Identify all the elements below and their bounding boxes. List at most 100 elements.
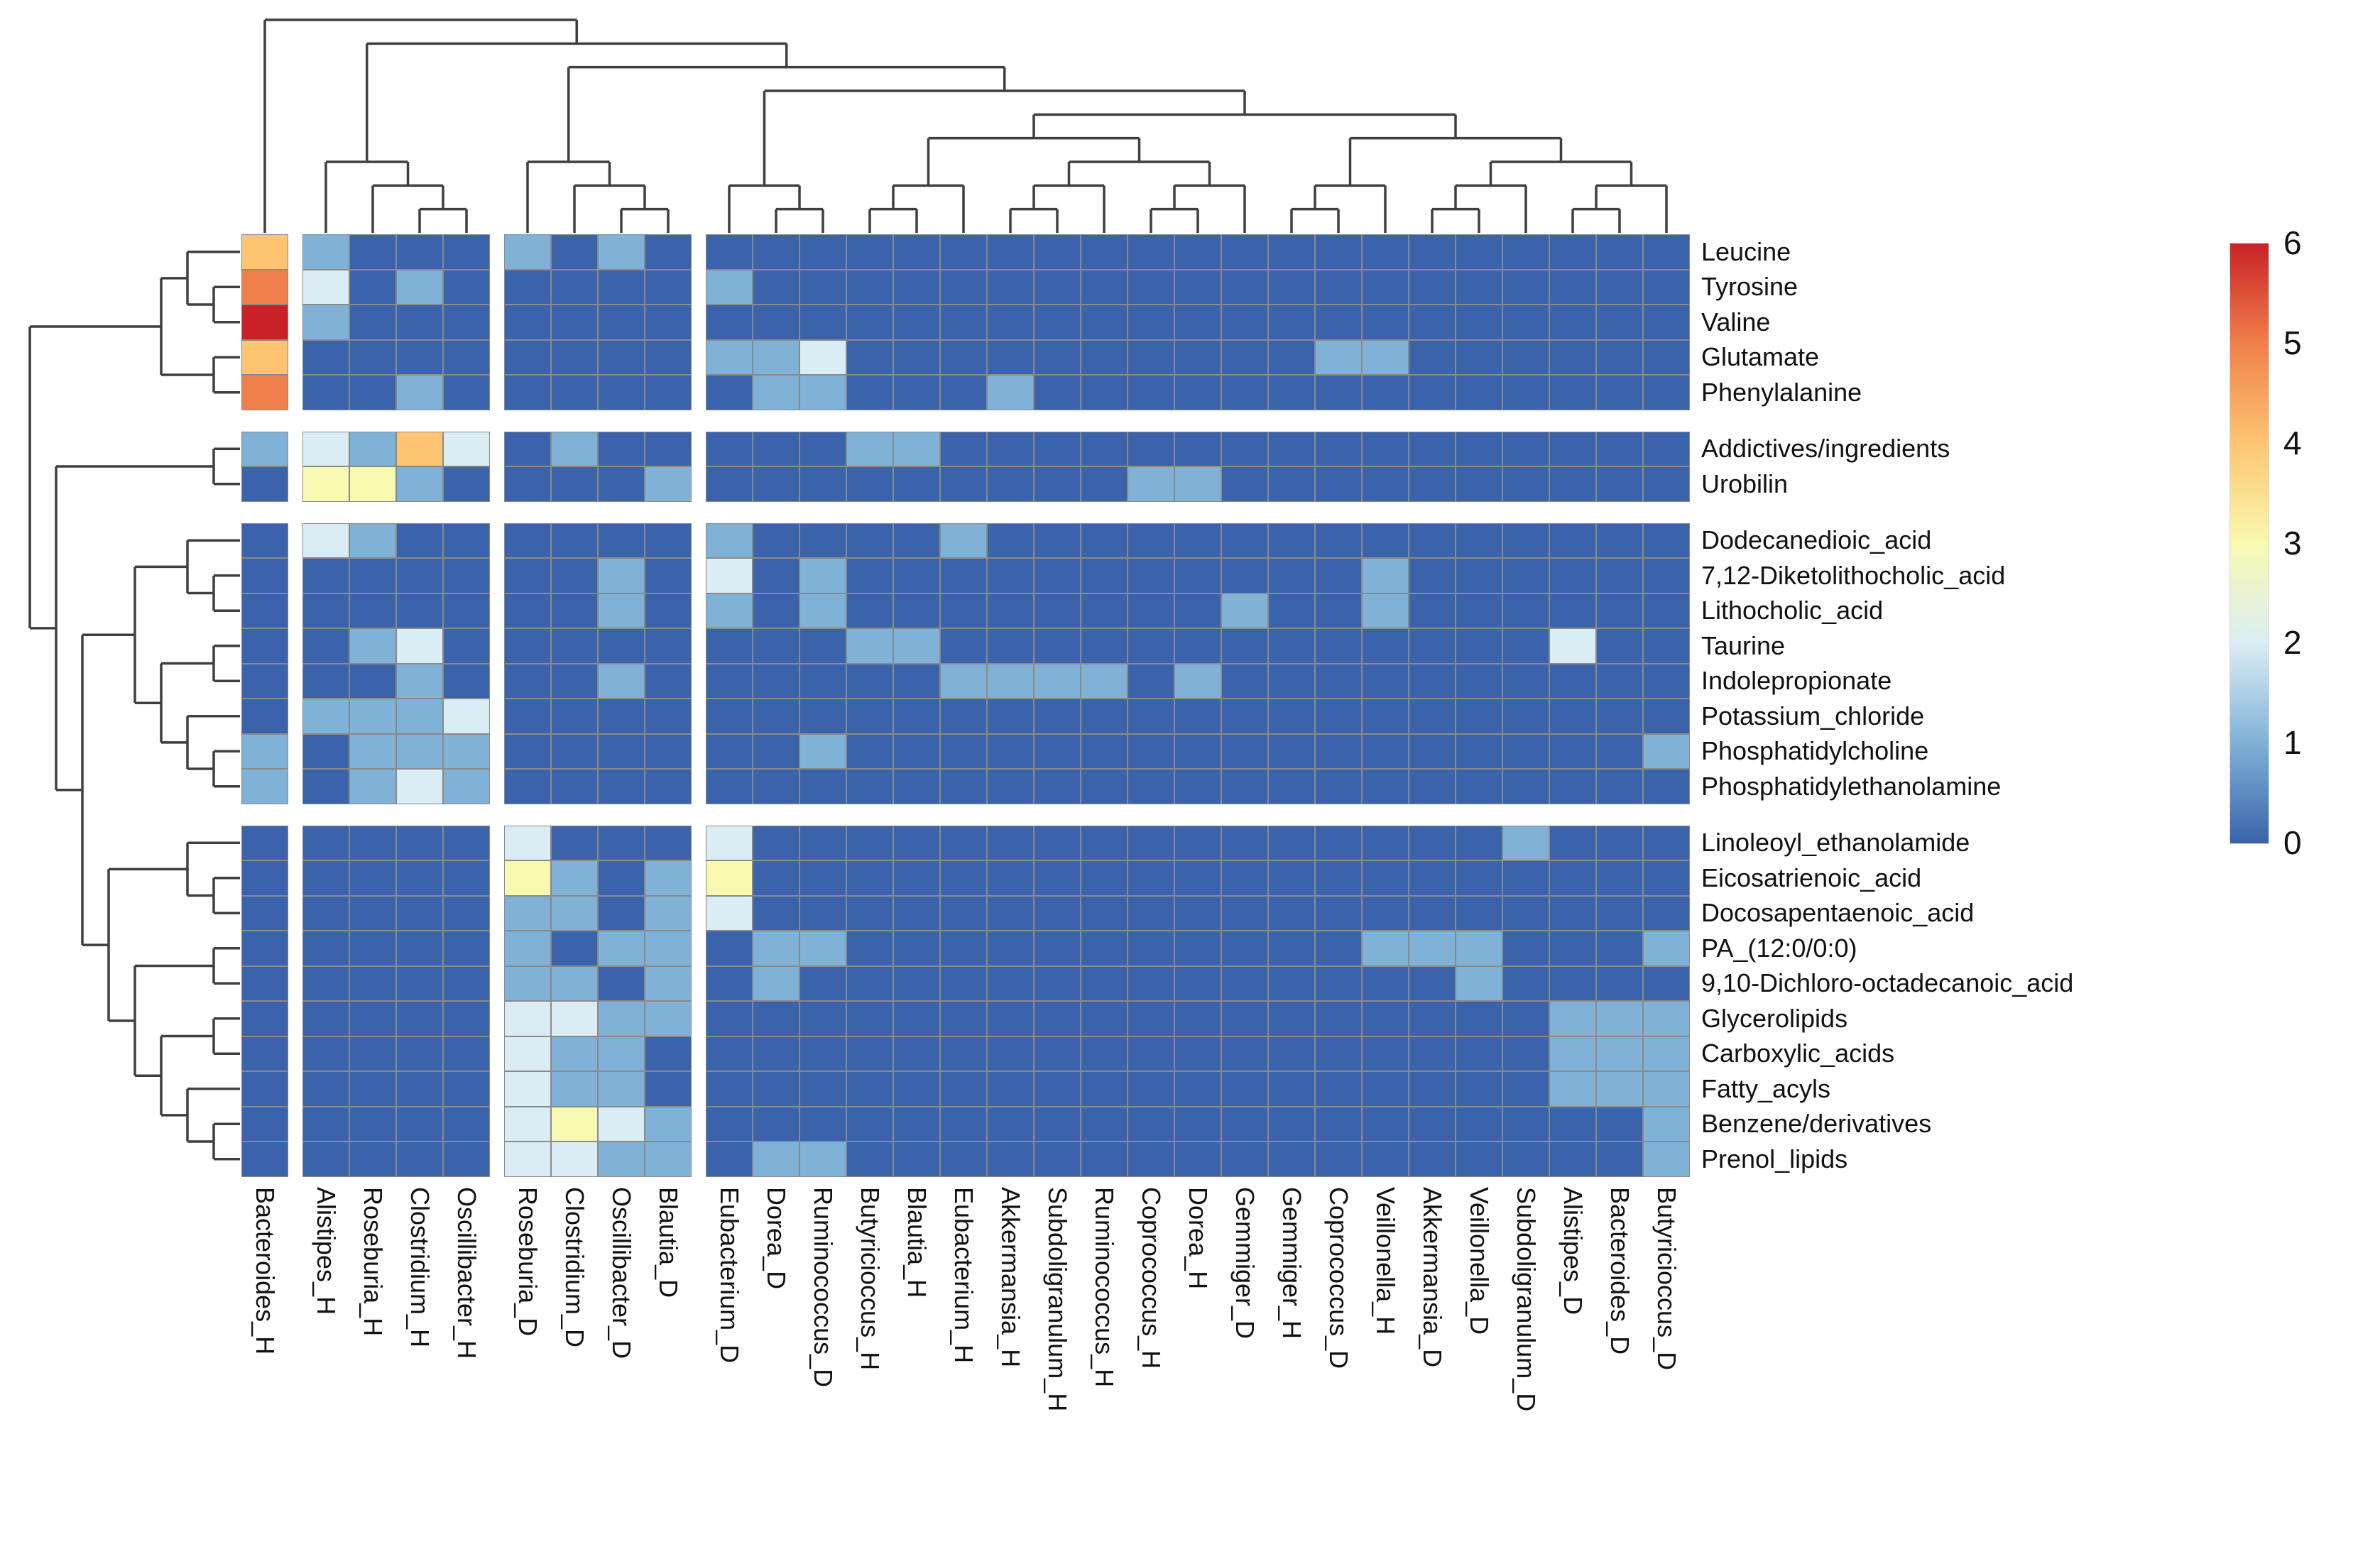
heatmap-cell [1174, 522, 1221, 558]
heatmap-cell [1502, 339, 1549, 375]
heatmap-cell [598, 733, 645, 769]
row-label: Indolepropionate [1701, 666, 1892, 696]
heatmap-cell [1596, 699, 1643, 734]
heatmap-cell [893, 733, 940, 769]
heatmap-cell [241, 860, 288, 896]
heatmap-cell [551, 339, 598, 375]
heatmap-cell [551, 825, 598, 860]
heatmap-cell [1596, 733, 1643, 769]
heatmap-cell [1128, 593, 1174, 628]
heatmap-cell [706, 825, 753, 860]
row-label: Phosphatidylethanolamine [1701, 771, 2002, 801]
heatmap-cell [846, 375, 893, 410]
heatmap-cell [1643, 769, 1690, 804]
heatmap-cell [645, 522, 692, 558]
heatmap-cell [443, 1036, 490, 1071]
heatmap-cell [987, 593, 1034, 628]
heatmap-cell [1034, 593, 1081, 628]
heatmap-cell [1502, 965, 1549, 1001]
heatmap-cell [396, 931, 443, 966]
heatmap-cell [1362, 895, 1409, 931]
heatmap-cell [1221, 965, 1268, 1001]
heatmap-cell [598, 825, 645, 860]
heatmap-cell [1362, 769, 1409, 804]
heatmap-cell [598, 375, 645, 410]
heatmap-cell [1221, 931, 1268, 966]
heatmap-cell [1128, 466, 1174, 502]
heatmap-cell [940, 1036, 987, 1071]
heatmap-cell [1081, 1036, 1128, 1071]
heatmap-cell [1456, 234, 1502, 270]
heatmap-cell [1315, 931, 1362, 966]
heatmap-cell [1596, 1071, 1643, 1107]
column-label: Oscillibacter_D [607, 1186, 636, 1359]
heatmap-cell [846, 895, 893, 931]
legend-tick: 6 [2283, 224, 2302, 261]
heatmap-cell [504, 825, 551, 860]
heatmap-cell [443, 931, 490, 966]
heatmap-cell [302, 825, 349, 860]
heatmap-cell [987, 1001, 1034, 1036]
heatmap-cell [551, 1142, 598, 1177]
heatmap-cell [1596, 931, 1643, 966]
heatmap-cell [1502, 699, 1549, 734]
heatmap-cell [443, 733, 490, 769]
heatmap-cell [504, 860, 551, 896]
heatmap-cell [1643, 1001, 1690, 1036]
heatmap-cell [1456, 965, 1502, 1001]
heatmap-cell [1268, 825, 1315, 860]
heatmap-cell [443, 1142, 490, 1177]
heatmap-cell [753, 234, 799, 270]
heatmap-cell [1362, 663, 1409, 699]
heatmap-cell [1502, 431, 1549, 466]
heatmap-cell [1643, 1036, 1690, 1071]
heatmap-cell [846, 1071, 893, 1107]
heatmap-cell [1456, 1001, 1502, 1036]
heatmap-cell [443, 699, 490, 734]
heatmap-cell [551, 699, 598, 734]
row-label: Glycerolipids [1701, 1003, 1848, 1033]
heatmap-cell [1081, 234, 1128, 270]
heatmap-cell [846, 431, 893, 466]
heatmap-cell [893, 431, 940, 466]
heatmap-cell [1456, 663, 1502, 699]
heatmap-cell [598, 1142, 645, 1177]
heatmap-cell [1643, 965, 1690, 1001]
heatmap-cell [241, 1142, 288, 1177]
heatmap-cell [349, 558, 396, 593]
heatmap-cell [396, 305, 443, 340]
heatmap-cell [1596, 860, 1643, 896]
heatmap-cell [1596, 269, 1643, 305]
row-dendrogram [28, 251, 240, 1161]
heatmap-cell [1502, 769, 1549, 804]
heatmap-cell [1549, 860, 1596, 896]
heatmap-cell [706, 466, 753, 502]
heatmap-cell [987, 860, 1034, 896]
heatmap-cell [1268, 234, 1315, 270]
heatmap-cell [551, 1071, 598, 1107]
heatmap-cell [1221, 234, 1268, 270]
column-label: Dorea_D [762, 1186, 791, 1289]
heatmap-cell [940, 860, 987, 896]
heatmap-cell [551, 375, 598, 410]
heatmap-cell [706, 965, 753, 1001]
heatmap-cell [987, 1106, 1034, 1142]
heatmap-cell [645, 339, 692, 375]
heatmap-cell [1409, 1036, 1456, 1071]
heatmap-cell [1643, 1142, 1690, 1177]
heatmap-cell [1596, 965, 1643, 1001]
heatmap-cell [241, 431, 288, 466]
heatmap-cell [1502, 466, 1549, 502]
heatmap-cell [1502, 825, 1549, 860]
heatmap-cell [753, 522, 799, 558]
heatmap-cell [645, 1036, 692, 1071]
heatmap-cell [1596, 558, 1643, 593]
heatmap-cell [1268, 431, 1315, 466]
heatmap-cell [504, 733, 551, 769]
heatmap-cell [1174, 375, 1221, 410]
heatmap-cell [940, 628, 987, 664]
heatmap-cell [1362, 1001, 1409, 1036]
heatmap-cell [1549, 1071, 1596, 1107]
heatmap-cell [799, 431, 846, 466]
